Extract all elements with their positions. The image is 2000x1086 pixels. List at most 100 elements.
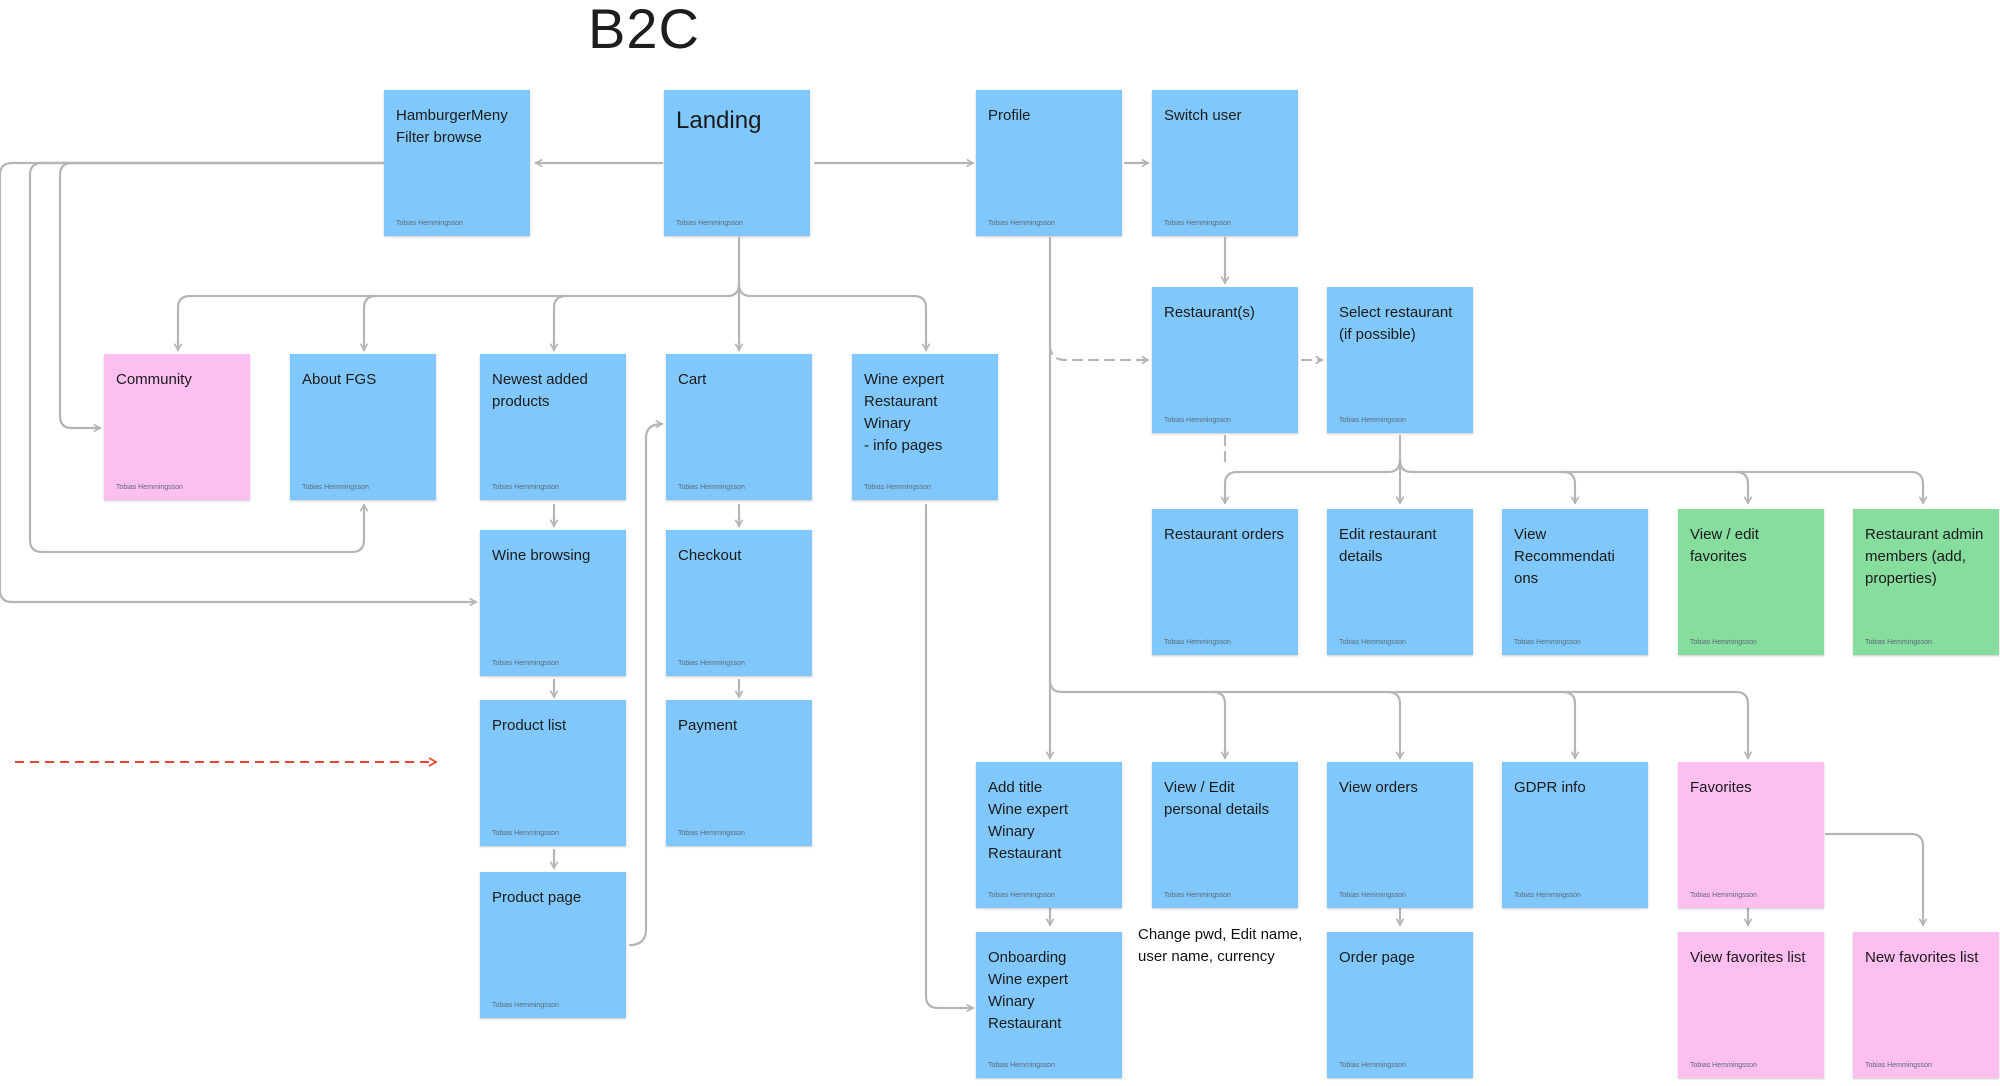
note-author: Tobias Hemmingsson xyxy=(1164,639,1231,646)
note-view-personal-details[interactable]: View / Edit personal details Tobias Hemm… xyxy=(1152,762,1298,908)
note-author: Tobias Hemmingsson xyxy=(1164,417,1231,424)
connector-landing-about xyxy=(359,294,378,352)
note-favorites[interactable]: Favorites Tobias Hemmingsson xyxy=(1678,762,1824,908)
note-text: HamburgerMeny Filter browse xyxy=(396,107,508,146)
note-text: Payment xyxy=(678,717,738,734)
note-text: Restaurant orders xyxy=(1164,526,1285,543)
note-order-page[interactable]: Order page Tobias Hemmingsson xyxy=(1327,932,1473,1078)
personal-details-annotation: Change pwd, Edit name, user name, curren… xyxy=(1138,926,1303,965)
note-author: Tobias Hemmingsson xyxy=(678,484,745,491)
note-view-favorites-list[interactable]: View favorites list Tobias Hemmingsson xyxy=(1678,932,1824,1078)
connector-hamburger-about xyxy=(28,161,385,554)
note-author: Tobias Hemmingsson xyxy=(1164,220,1231,227)
note-hamburger-menu[interactable]: HamburgerMeny Filter browse Tobias Hemmi… xyxy=(384,90,530,236)
note-view-recommendations[interactable]: View Recommendati ons Tobias Hemmingsson xyxy=(1502,509,1648,655)
note-author: Tobias Hemmingsson xyxy=(1690,1062,1757,1069)
note-wine-browsing[interactable]: Wine browsing Tobias Hemmingsson xyxy=(480,530,626,676)
note-author: Tobias Hemmingsson xyxy=(678,830,745,837)
note-author: Tobias Hemmingsson xyxy=(1690,639,1757,646)
connector-landing-wineexpert xyxy=(737,282,931,352)
note-text: Restaurant(s) xyxy=(1164,304,1255,321)
note-product-list[interactable]: Product list Tobias Hemmingsson xyxy=(480,700,626,846)
note-text: View Recommendati ons xyxy=(1514,526,1615,587)
note-newest-products[interactable]: Newest added products Tobias Hemmingsson xyxy=(480,354,626,500)
note-restaurants[interactable]: Restaurant(s) Tobias Hemmingsson xyxy=(1152,287,1298,433)
note-text: Landing xyxy=(676,107,762,134)
note-text: View / edit favorites xyxy=(1690,526,1759,565)
connector-profile-gdpr xyxy=(1561,690,1580,760)
connector-wineexpert-onboarding xyxy=(924,503,975,1013)
note-text: Product page xyxy=(492,889,582,906)
note-author: Tobias Hemmingsson xyxy=(492,830,559,837)
note-payment[interactable]: Payment Tobias Hemmingsson xyxy=(666,700,812,846)
connector-select-viewrecs xyxy=(1561,470,1580,505)
note-author: Tobias Hemmingsson xyxy=(1339,1062,1406,1069)
page-title: B2C xyxy=(588,0,700,60)
note-author: Tobias Hemmingsson xyxy=(1865,1062,1932,1069)
note-author: Tobias Hemmingsson xyxy=(1339,892,1406,899)
note-author: Tobias Hemmingsson xyxy=(396,220,463,227)
note-author: Tobias Hemmingsson xyxy=(1164,892,1231,899)
note-landing[interactable]: Landing Tobias Hemmingsson xyxy=(664,90,810,236)
note-text: View orders xyxy=(1339,779,1418,796)
note-text: Wine browsing xyxy=(492,547,591,564)
note-restaurant-orders[interactable]: Restaurant orders Tobias Hemmingsson xyxy=(1152,509,1298,655)
note-select-restaurant[interactable]: Select restaurant (if possible) Tobias H… xyxy=(1327,287,1473,433)
connector-profile-personal xyxy=(1211,690,1230,760)
note-text: Checkout xyxy=(678,547,742,564)
connector-select-branch xyxy=(1398,458,1928,505)
note-author: Tobias Hemmingsson xyxy=(1514,639,1581,646)
note-author: Tobias Hemmingsson xyxy=(988,220,1055,227)
note-text: About FGS xyxy=(302,371,377,388)
note-text: Product list xyxy=(492,717,567,734)
note-product-page[interactable]: Product page Tobias Hemmingsson xyxy=(480,872,626,1018)
note-about-fgs[interactable]: About FGS Tobias Hemmingsson xyxy=(290,354,436,500)
note-add-title[interactable]: Add title Wine expert Winary Restaurant … xyxy=(976,762,1122,908)
note-author: Tobias Hemmingsson xyxy=(678,660,745,667)
note-switch-user[interactable]: Switch user Tobias Hemmingsson xyxy=(1152,90,1298,236)
note-author: Tobias Hemmingsson xyxy=(492,484,559,491)
connector-landing-newest xyxy=(549,294,568,352)
note-view-edit-favorites[interactable]: View / edit favorites Tobias Hemmingsson xyxy=(1678,509,1824,655)
note-new-favorites-list[interactable]: New favorites list Tobias Hemmingsson xyxy=(1853,932,1999,1078)
note-author: Tobias Hemmingsson xyxy=(1690,892,1757,899)
note-author: Tobias Hemmingsson xyxy=(1865,639,1932,646)
note-restaurant-admin[interactable]: Restaurant admin members (add, propertie… xyxy=(1853,509,1999,655)
note-author: Tobias Hemmingsson xyxy=(302,484,369,491)
note-author: Tobias Hemmingsson xyxy=(1339,417,1406,424)
connector-hamburger-winebrowsing xyxy=(0,161,478,607)
note-view-orders[interactable]: View orders Tobias Hemmingsson xyxy=(1327,762,1473,908)
note-community[interactable]: Community Tobias Hemmingsson xyxy=(104,354,250,500)
note-text: View / Edit personal details xyxy=(1164,779,1270,818)
note-text: GDPR info xyxy=(1514,779,1586,796)
note-author: Tobias Hemmingsson xyxy=(676,220,743,227)
note-profile[interactable]: Profile Tobias Hemmingsson xyxy=(976,90,1122,236)
note-edit-restaurant[interactable]: Edit restaurant details Tobias Hemmingss… xyxy=(1327,509,1473,655)
note-author: Tobias Hemmingsson xyxy=(988,892,1055,899)
note-author: Tobias Hemmingsson xyxy=(492,1002,559,1009)
note-author: Tobias Hemmingsson xyxy=(1514,892,1581,899)
connector-profile-branch xyxy=(1048,678,1753,760)
note-checkout[interactable]: Checkout Tobias Hemmingsson xyxy=(666,530,812,676)
note-text: Newest added products xyxy=(492,371,588,410)
connector-productpage-cart xyxy=(628,419,664,947)
connector-favorites-newlist xyxy=(1824,832,1928,927)
connector-profile-vieworders xyxy=(1386,690,1405,760)
note-author: Tobias Hemmingsson xyxy=(116,484,183,491)
note-author: Tobias Hemmingsson xyxy=(492,660,559,667)
note-text: Community xyxy=(116,371,192,388)
note-text: New favorites list xyxy=(1865,949,1979,966)
note-onboarding[interactable]: Onboarding Wine expert Winary Restaurant… xyxy=(976,932,1122,1078)
note-gdpr-info[interactable]: GDPR info Tobias Hemmingsson xyxy=(1502,762,1648,908)
note-text: Cart xyxy=(678,371,707,388)
note-wine-expert-info[interactable]: Wine expert Restaurant Winary - info pag… xyxy=(852,354,998,500)
note-text: Onboarding Wine expert Winary Restaurant xyxy=(988,949,1069,1032)
note-text: Order page xyxy=(1339,949,1415,966)
note-text: Wine expert Restaurant Winary - info pag… xyxy=(864,371,945,454)
note-text: Add title Wine expert Winary Restaurant xyxy=(988,779,1069,862)
connector-landing-community xyxy=(173,282,741,352)
note-text: Switch user xyxy=(1164,107,1242,124)
note-cart[interactable]: Cart Tobias Hemmingsson xyxy=(666,354,812,500)
